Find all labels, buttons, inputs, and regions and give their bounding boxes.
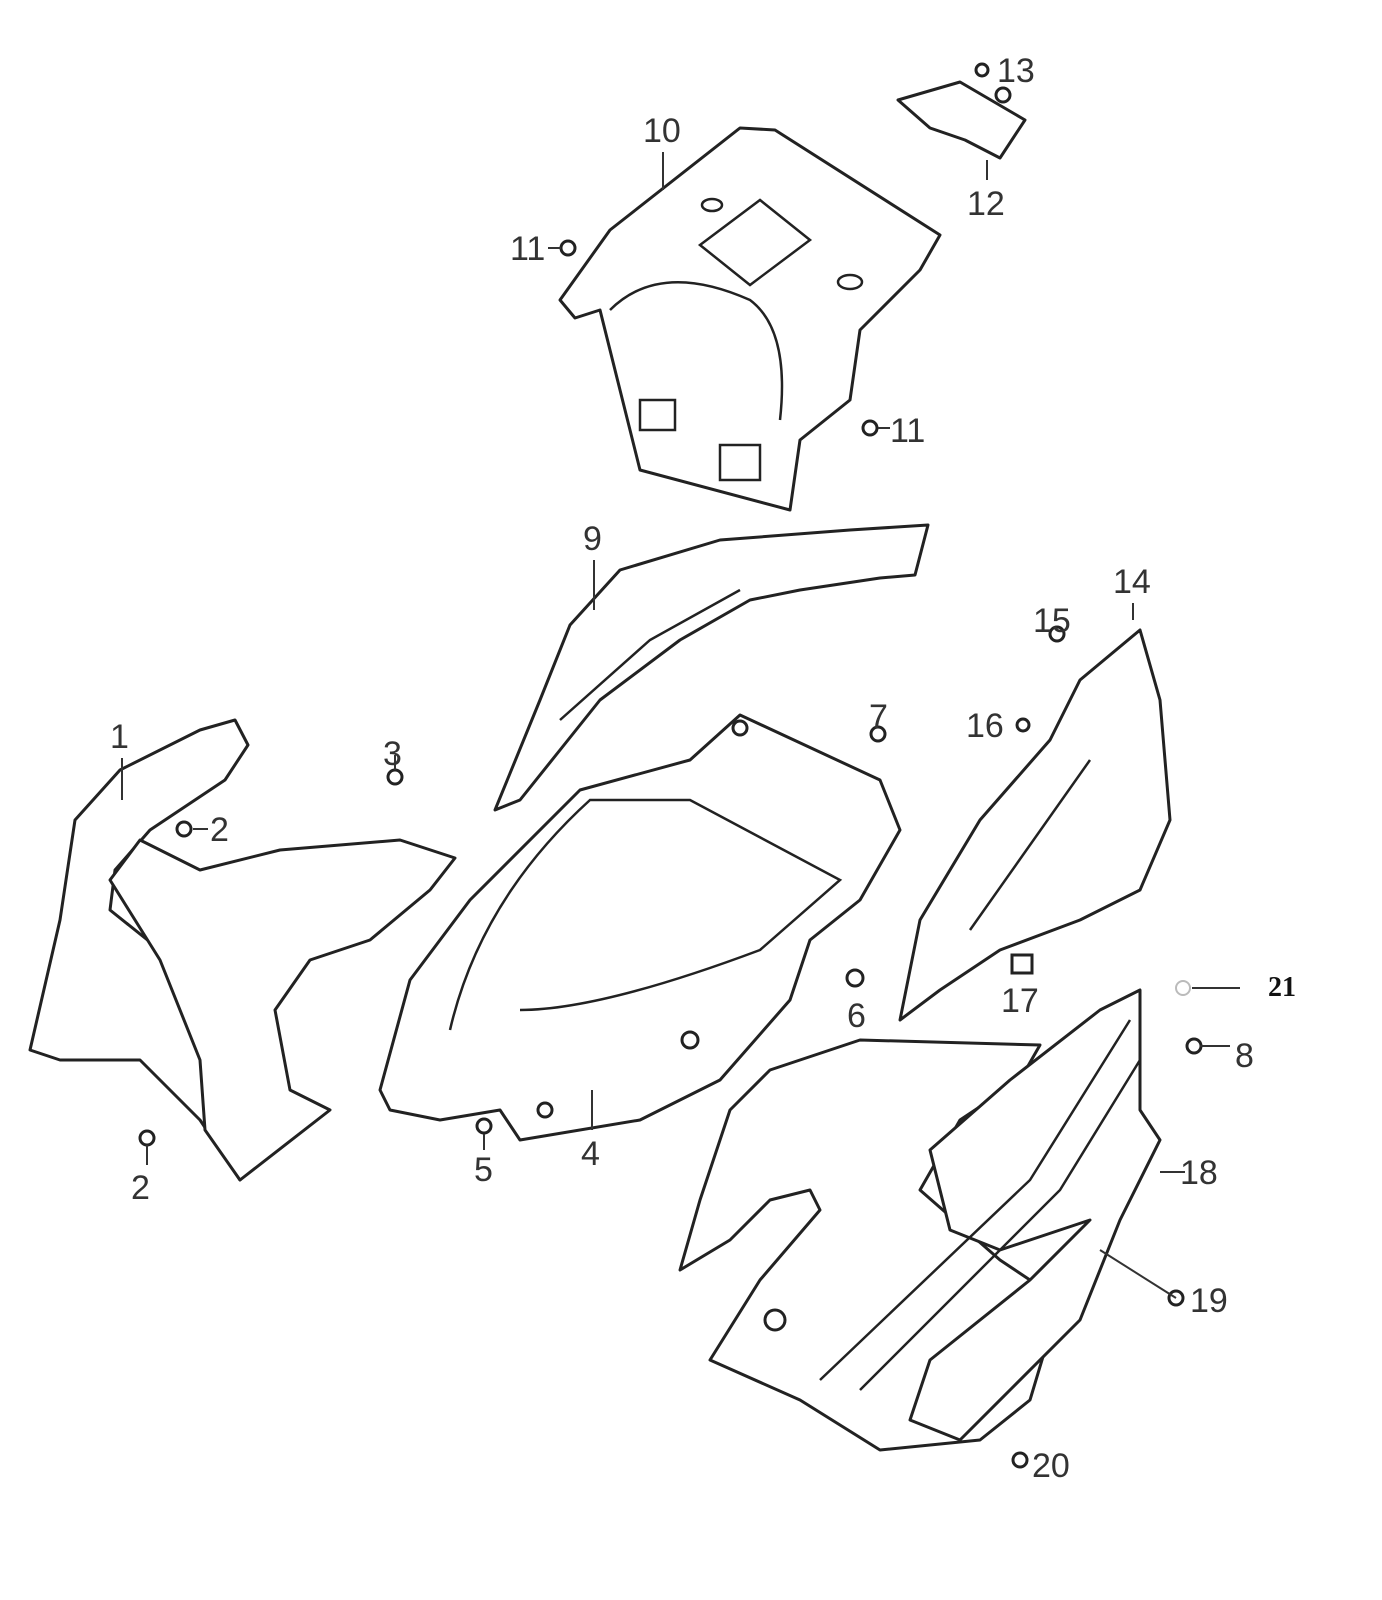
callout-3: 3: [383, 735, 402, 773]
part-14-side-cover: [898, 628, 1172, 1022]
callout-19: 19: [1190, 1282, 1228, 1320]
callout-17: 17: [1001, 982, 1039, 1020]
callout-7: 7: [869, 698, 888, 736]
callout-1: 1: [110, 718, 129, 756]
callout-2: 2: [210, 811, 229, 849]
callout-15: 15: [1033, 602, 1071, 640]
callout-11: 11: [890, 412, 926, 450]
callout-13: 13: [997, 52, 1035, 90]
callout-2: 2: [131, 1169, 150, 1207]
callout-10: 10: [643, 112, 681, 150]
callout-9: 9: [583, 520, 602, 558]
leader-lines: [121, 152, 1240, 1299]
callout-16: 16: [966, 707, 1004, 745]
part-12-small-cover: [896, 62, 1027, 160]
callout-21: 21: [1268, 972, 1296, 1003]
callout-12: 12: [967, 185, 1005, 223]
callout-11: 11: [510, 230, 546, 268]
part-10-top-cover: [558, 126, 942, 512]
part-18-bracket: [819, 988, 1162, 1442]
callout-6: 6: [847, 997, 866, 1035]
callout-18: 18: [1180, 1154, 1218, 1192]
part-4-frame: [378, 713, 902, 1142]
callout-4: 4: [581, 1135, 600, 1173]
callout-20: 20: [1032, 1447, 1070, 1485]
callout-5: 5: [474, 1151, 493, 1189]
callout-14: 14: [1113, 563, 1151, 601]
callout-8: 8: [1235, 1037, 1254, 1075]
part-1-inner-panel: [108, 838, 457, 1182]
